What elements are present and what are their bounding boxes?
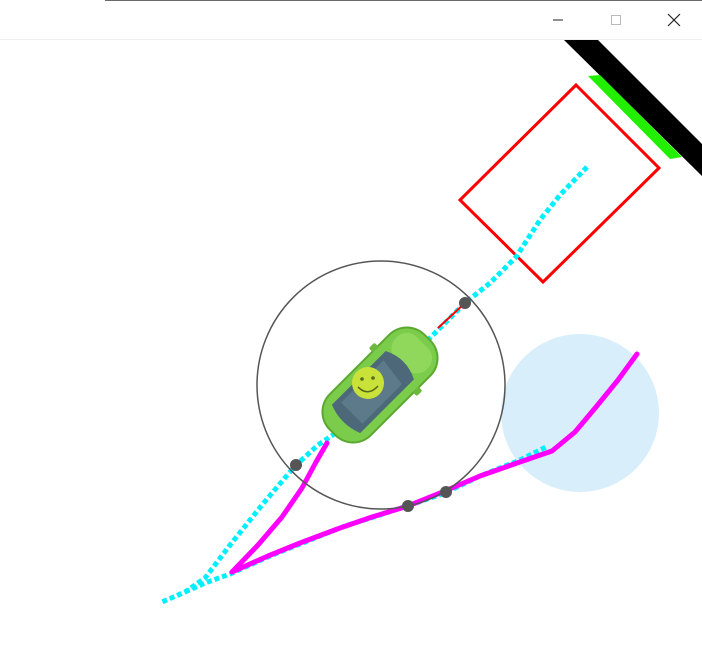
lookahead-circle [256,260,506,510]
smiley-car-icon[interactable] [308,313,452,457]
driven-path [229,351,640,575]
minimize-icon [553,19,563,20]
minimize-button[interactable] [529,0,587,39]
waypoint-marker [402,500,414,512]
close-icon [667,13,681,26]
maximize-icon [611,14,621,25]
parking-spot-outline [457,82,662,285]
goal-stripe [588,75,682,159]
waypoint-marker [440,486,452,498]
close-button[interactable] [645,0,702,39]
title-bar [0,0,702,40]
heading-line [437,302,466,329]
waypoint-marker [290,459,302,471]
title-bar-edge [105,0,702,1]
waypoint-marker [459,297,471,309]
smiley-face [352,367,384,399]
simulation-canvas[interactable] [0,40,702,672]
maximize-button[interactable] [587,0,645,39]
